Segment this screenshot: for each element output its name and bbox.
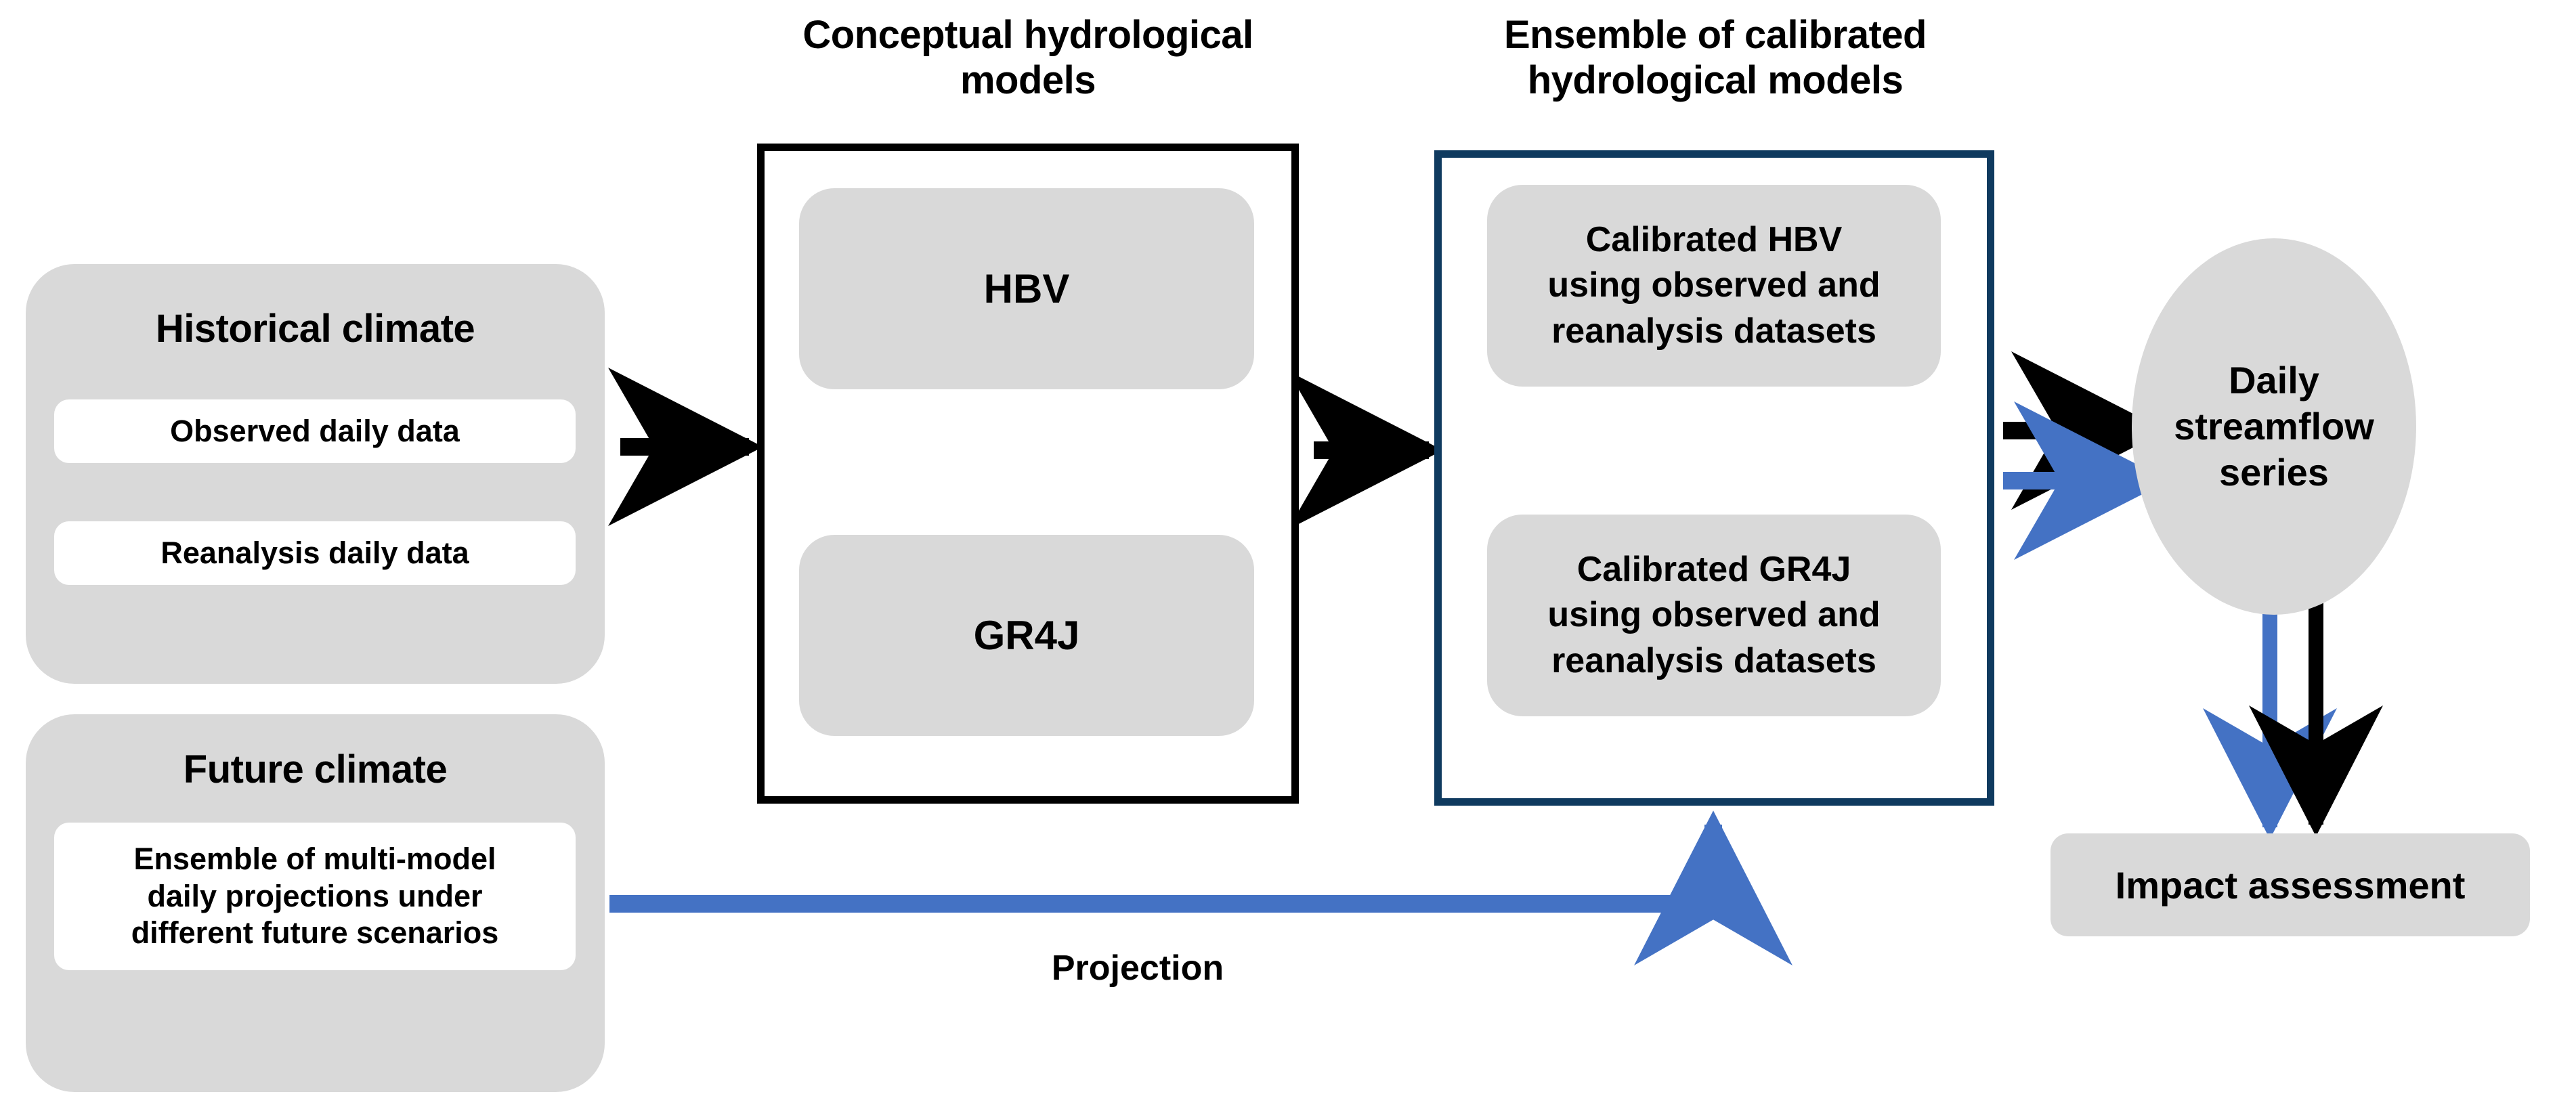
- future-projections-chip[interactable]: Ensemble of multi-model daily projection…: [54, 823, 576, 970]
- daily-streamflow-series-node[interactable]: Daily streamflow series: [2132, 238, 2416, 615]
- model-card-calibrated-gr4j[interactable]: Calibrated GR4J using observed and reana…: [1487, 515, 1941, 716]
- model-card-gr4j[interactable]: GR4J: [799, 535, 1254, 736]
- historical-reanalysis-data-chip[interactable]: Reanalysis daily data: [54, 521, 576, 585]
- heading-conceptual-models: Conceptual hydrological models: [802, 13, 1253, 103]
- historical-climate-panel[interactable]: Historical climate: [26, 264, 605, 684]
- heading-calibrated-models: Ensemble of calibrated hydrological mode…: [1504, 13, 1927, 103]
- model-card-hbv[interactable]: HBV: [799, 188, 1254, 389]
- historical-climate-title: Historical climate: [155, 307, 475, 351]
- projection-edge-label: Projection: [1051, 949, 1224, 988]
- historical-observed-data-chip[interactable]: Observed daily data: [54, 399, 576, 463]
- arrow-projection-future-to-ensemble: [609, 810, 1793, 965]
- model-card-calibrated-hbv[interactable]: Calibrated HBV using observed and reanal…: [1487, 185, 1941, 387]
- impact-assessment-node[interactable]: Impact assessment: [2051, 833, 2530, 936]
- future-climate-title: Future climate: [183, 747, 448, 791]
